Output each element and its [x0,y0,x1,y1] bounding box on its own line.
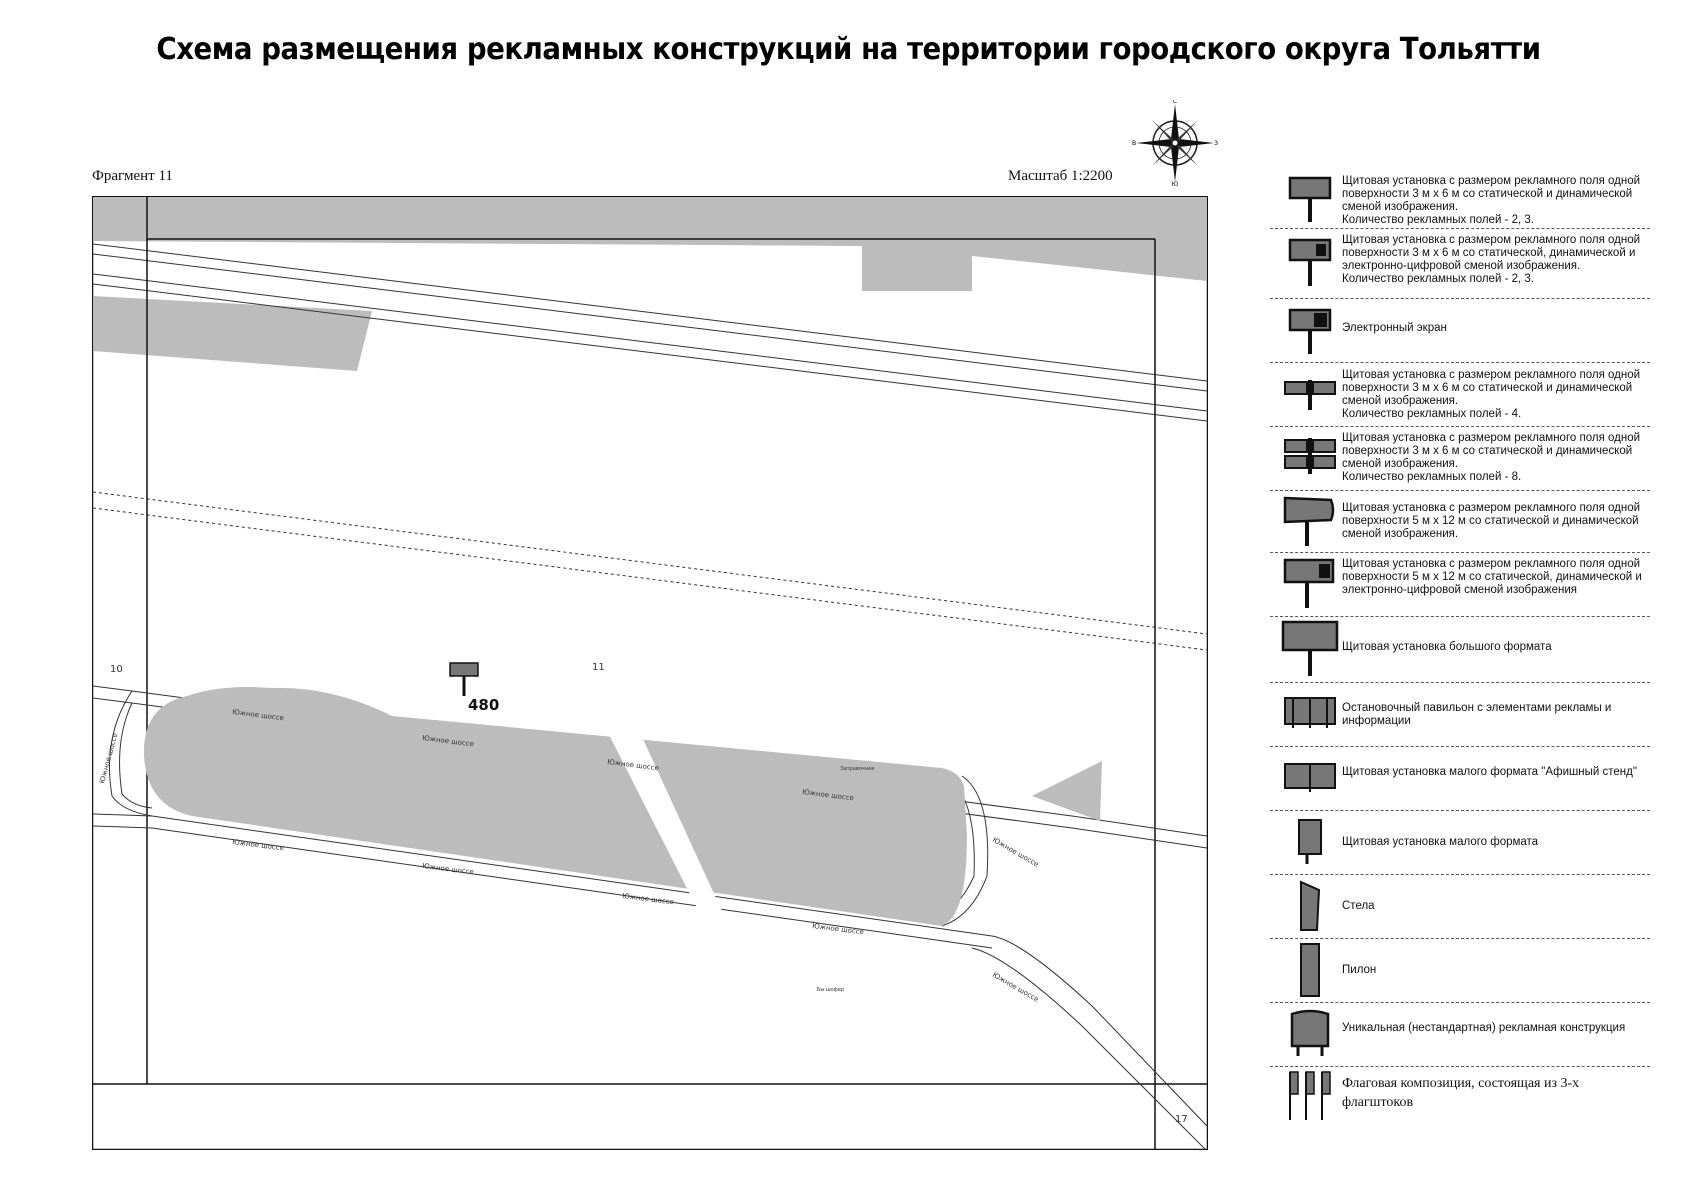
compass-rose-icon: С Ю В З [1132,100,1218,186]
flag-composition-icon [1289,1071,1331,1120]
legend-item: Щитовая установка большого формата [1270,616,1650,683]
map-canvas: Южное шоссе Южное шоссе Южное шоссе Южно… [92,196,1208,1150]
electronic-screen-icon [1288,308,1332,354]
legend-text: Щитовая установка с размером рекламного … [1342,558,1642,596]
legend-text: Щитовая установка с размером рекламного … [1342,369,1641,420]
legend-item: Остановочный павильон с элементами рекла… [1270,682,1650,747]
legend-text: Щитовая установка с размером рекламного … [1342,502,1641,540]
poster-stand-icon [1284,763,1336,792]
legend-item: Щитовая установка малого формата "Афишны… [1270,746,1650,811]
compass-w: В [1132,140,1136,147]
legend-item: Стела [1270,874,1650,939]
legend-item: Щитовая установка с размером рекламного … [1270,552,1650,617]
billboard-3x6-icon [1288,176,1332,222]
billboard-3x6-digital-icon [1288,238,1332,286]
object-number: 480 [468,696,499,714]
unique-structure-icon [1290,1009,1330,1056]
legend-item: Щитовая установка с размером рекламного … [1270,490,1650,553]
billboard-4-fields-icon [1284,380,1336,410]
map-title: Схема размещения рекламных конструкций н… [156,32,1541,67]
pylon-icon [1300,943,1320,997]
billboard-8-fields-icon [1284,438,1336,474]
compass-s: Ю [1172,181,1179,186]
small-label-2: Бы шофер [817,987,844,993]
legend-text: Щитовая установка малого формата [1342,836,1539,848]
legend-item: Флаговая композиция, состоящая из 3-х фл… [1270,1066,1650,1128]
legend-item: Щитовая установка с размером рекламного … [1270,426,1650,491]
legend-text: Щитовая установка с размером рекламного … [1342,175,1641,226]
legend-item: Электронный экран [1270,298,1650,363]
stele-icon [1300,880,1321,931]
quarter-label-11: 11 [592,662,605,673]
bus-stop-pavilion-icon [1284,697,1336,728]
compass-n: С [1173,100,1177,105]
large-format-billboard-icon [1281,620,1339,676]
legend-text: Флаговая композиция, состоящая из 3-х фл… [1342,1076,1580,1110]
legend-text: Щитовая установка малого формата "Афишны… [1342,766,1637,778]
legend-text: Остановочный павильон с элементами рекла… [1342,702,1612,727]
legend-item: Щитовая установка с размером рекламного … [1270,228,1650,299]
legend-text: Уникальная (нестандартная) рекламная кон… [1342,1022,1626,1034]
left-gray-block [93,296,372,371]
fragment-label: Фрагмент 11 [92,168,173,184]
scale-label: Масштаб 1:2200 [1008,168,1113,184]
legend-item: Уникальная (нестандартная) рекламная кон… [1270,1002,1650,1067]
small-format-billboard-icon [1298,819,1322,864]
legend-text: Щитовая установка большого формата [1342,641,1552,653]
top-gray-area [93,197,1207,291]
billboard-5x12-digital-icon [1283,558,1335,608]
billboard-marker-480: 480 [449,662,499,714]
legend-text: Щитовая установка с размером рекламного … [1342,432,1641,483]
legend-text: Электронный экран [1342,322,1447,334]
quarter-label-17: 17 [1175,1114,1188,1125]
legend-text: Щитовая установка с размером рекламного … [1342,234,1641,285]
legend-item: Щитовая установка с размером рекламного … [1270,362,1650,427]
legend-text: Пилон [1342,964,1377,976]
gray-island [143,687,967,926]
legend-item: Щитовая установка с размером рекламного … [1270,168,1650,229]
small-label-1: Заправочная [840,766,874,772]
billboard-5x12-icon [1283,496,1335,546]
quarter-label-10: 10 [110,664,123,675]
legend-item: Щитовая установка малого формата [1270,810,1650,875]
legend-item: Пилон [1270,938,1650,1003]
compass-e: З [1214,140,1218,147]
legend-text: Стела [1342,900,1375,912]
